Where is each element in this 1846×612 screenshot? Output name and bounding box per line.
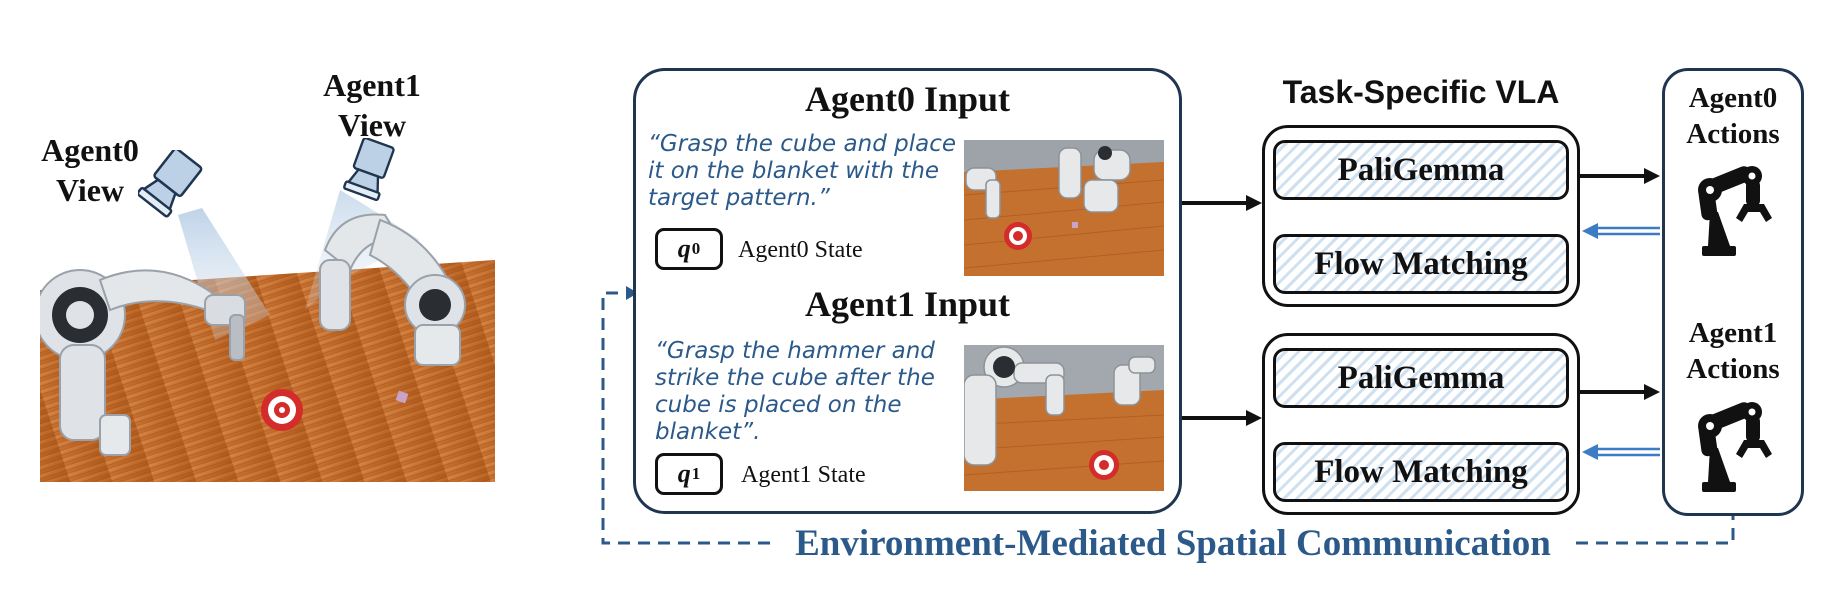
agent1-view-label-line2: View [337,107,407,143]
flow-matching-box-agent1: Flow Matching [1273,442,1569,502]
agent1-instruction: “Grasp the hammer and strike the cube af… [655,338,975,446]
agent0-camera-icon [138,150,203,218]
agent0-camera-beam [178,208,270,340]
agent1-instruction-line3: cube is placed on the [655,392,902,418]
actions-panel [1662,68,1804,516]
communication-arrowhead [626,286,638,300]
arrowhead-vla1-to-actions [1644,384,1660,400]
agent0-robot-arm-icon [1698,166,1772,256]
agent1-instruction-line1: “Grasp the hammer and [655,338,935,364]
agent1-camera-icon [343,138,395,202]
arrowhead-actions-to-vla0 [1582,223,1598,239]
agent0-camera-image-svg [964,140,1164,276]
vla-title: Task-Specific VLA [1282,74,1560,110]
communication-label: Environment-Mediated Spatial Communicati… [770,523,1576,565]
arrowhead-input0-to-vla [1246,195,1262,211]
agent0-actions-label-line2: Actions [1686,118,1780,150]
agent1-camera-image [964,345,1164,491]
robot-scene-svg [34,190,495,482]
agent1-input-title: Agent1 Input [804,284,1011,324]
flow-matching-box-agent0: Flow Matching [1273,234,1569,294]
agent1-state-subscript: 1 [691,464,701,483]
agent0-instruction-line1: “Grasp the cube and place [648,131,956,157]
paligemma-box-agent1: PaliGemma [1273,348,1569,408]
agent0-input-title: Agent0 Input [804,79,1011,119]
robot-arm-left [34,269,246,456]
agent1-instruction-line4: blanket”. [655,419,761,445]
agent1-actions-label-line2: Actions [1686,353,1780,385]
agent0-view-label-line1: Agent0 [41,132,139,168]
agent0-view-label-line2: View [55,172,125,208]
agent1-state-label: Agent1 State [741,462,866,488]
target-pattern [261,389,303,431]
agent1-actions-label-line1: Agent1 [1688,317,1778,349]
agent0-state-symbol: q [677,234,691,263]
arrowhead-input1-to-vla [1246,410,1262,426]
small-cube [395,390,409,404]
agent0-instruction-line2: it on the blanket with the [648,158,940,184]
paligemma-box-agent0: PaliGemma [1273,140,1569,200]
agent1-camera-image-svg [964,345,1164,491]
communication-dashed-path-left [601,291,770,545]
arrowhead-vla0-to-actions [1644,168,1660,184]
agent1-view-label-line1: Agent1 [323,67,421,103]
agent0-actions-label-line1: Agent0 [1688,82,1778,114]
agent0-actions-label: Agent0 Actions [1662,80,1804,152]
agent0-state-subscript: 0 [691,239,701,258]
agent1-state-symbol: q [677,459,691,488]
agent1-view-label: Agent1 View [312,65,432,145]
wooden-table [40,260,495,482]
agent0-instruction-line3: target pattern.” [648,185,830,211]
agent0-instruction: “Grasp the cube and place it on the blan… [648,131,978,212]
robot-arm-right [319,213,466,366]
left-scene-illustration [34,130,500,490]
communication-dashed-path-right [1576,515,1735,545]
arrowhead-actions-to-vla1 [1582,444,1598,460]
agent1-actions-label: Agent1 Actions [1662,315,1804,387]
agent0-view-label: Agent0 View [30,130,150,210]
agent1-instruction-line2: strike the cube after the [655,365,935,391]
agent0-camera-image [964,140,1164,276]
agent0-state-label: Agent0 State [738,237,863,263]
agent1-robot-arm-icon [1698,402,1772,492]
